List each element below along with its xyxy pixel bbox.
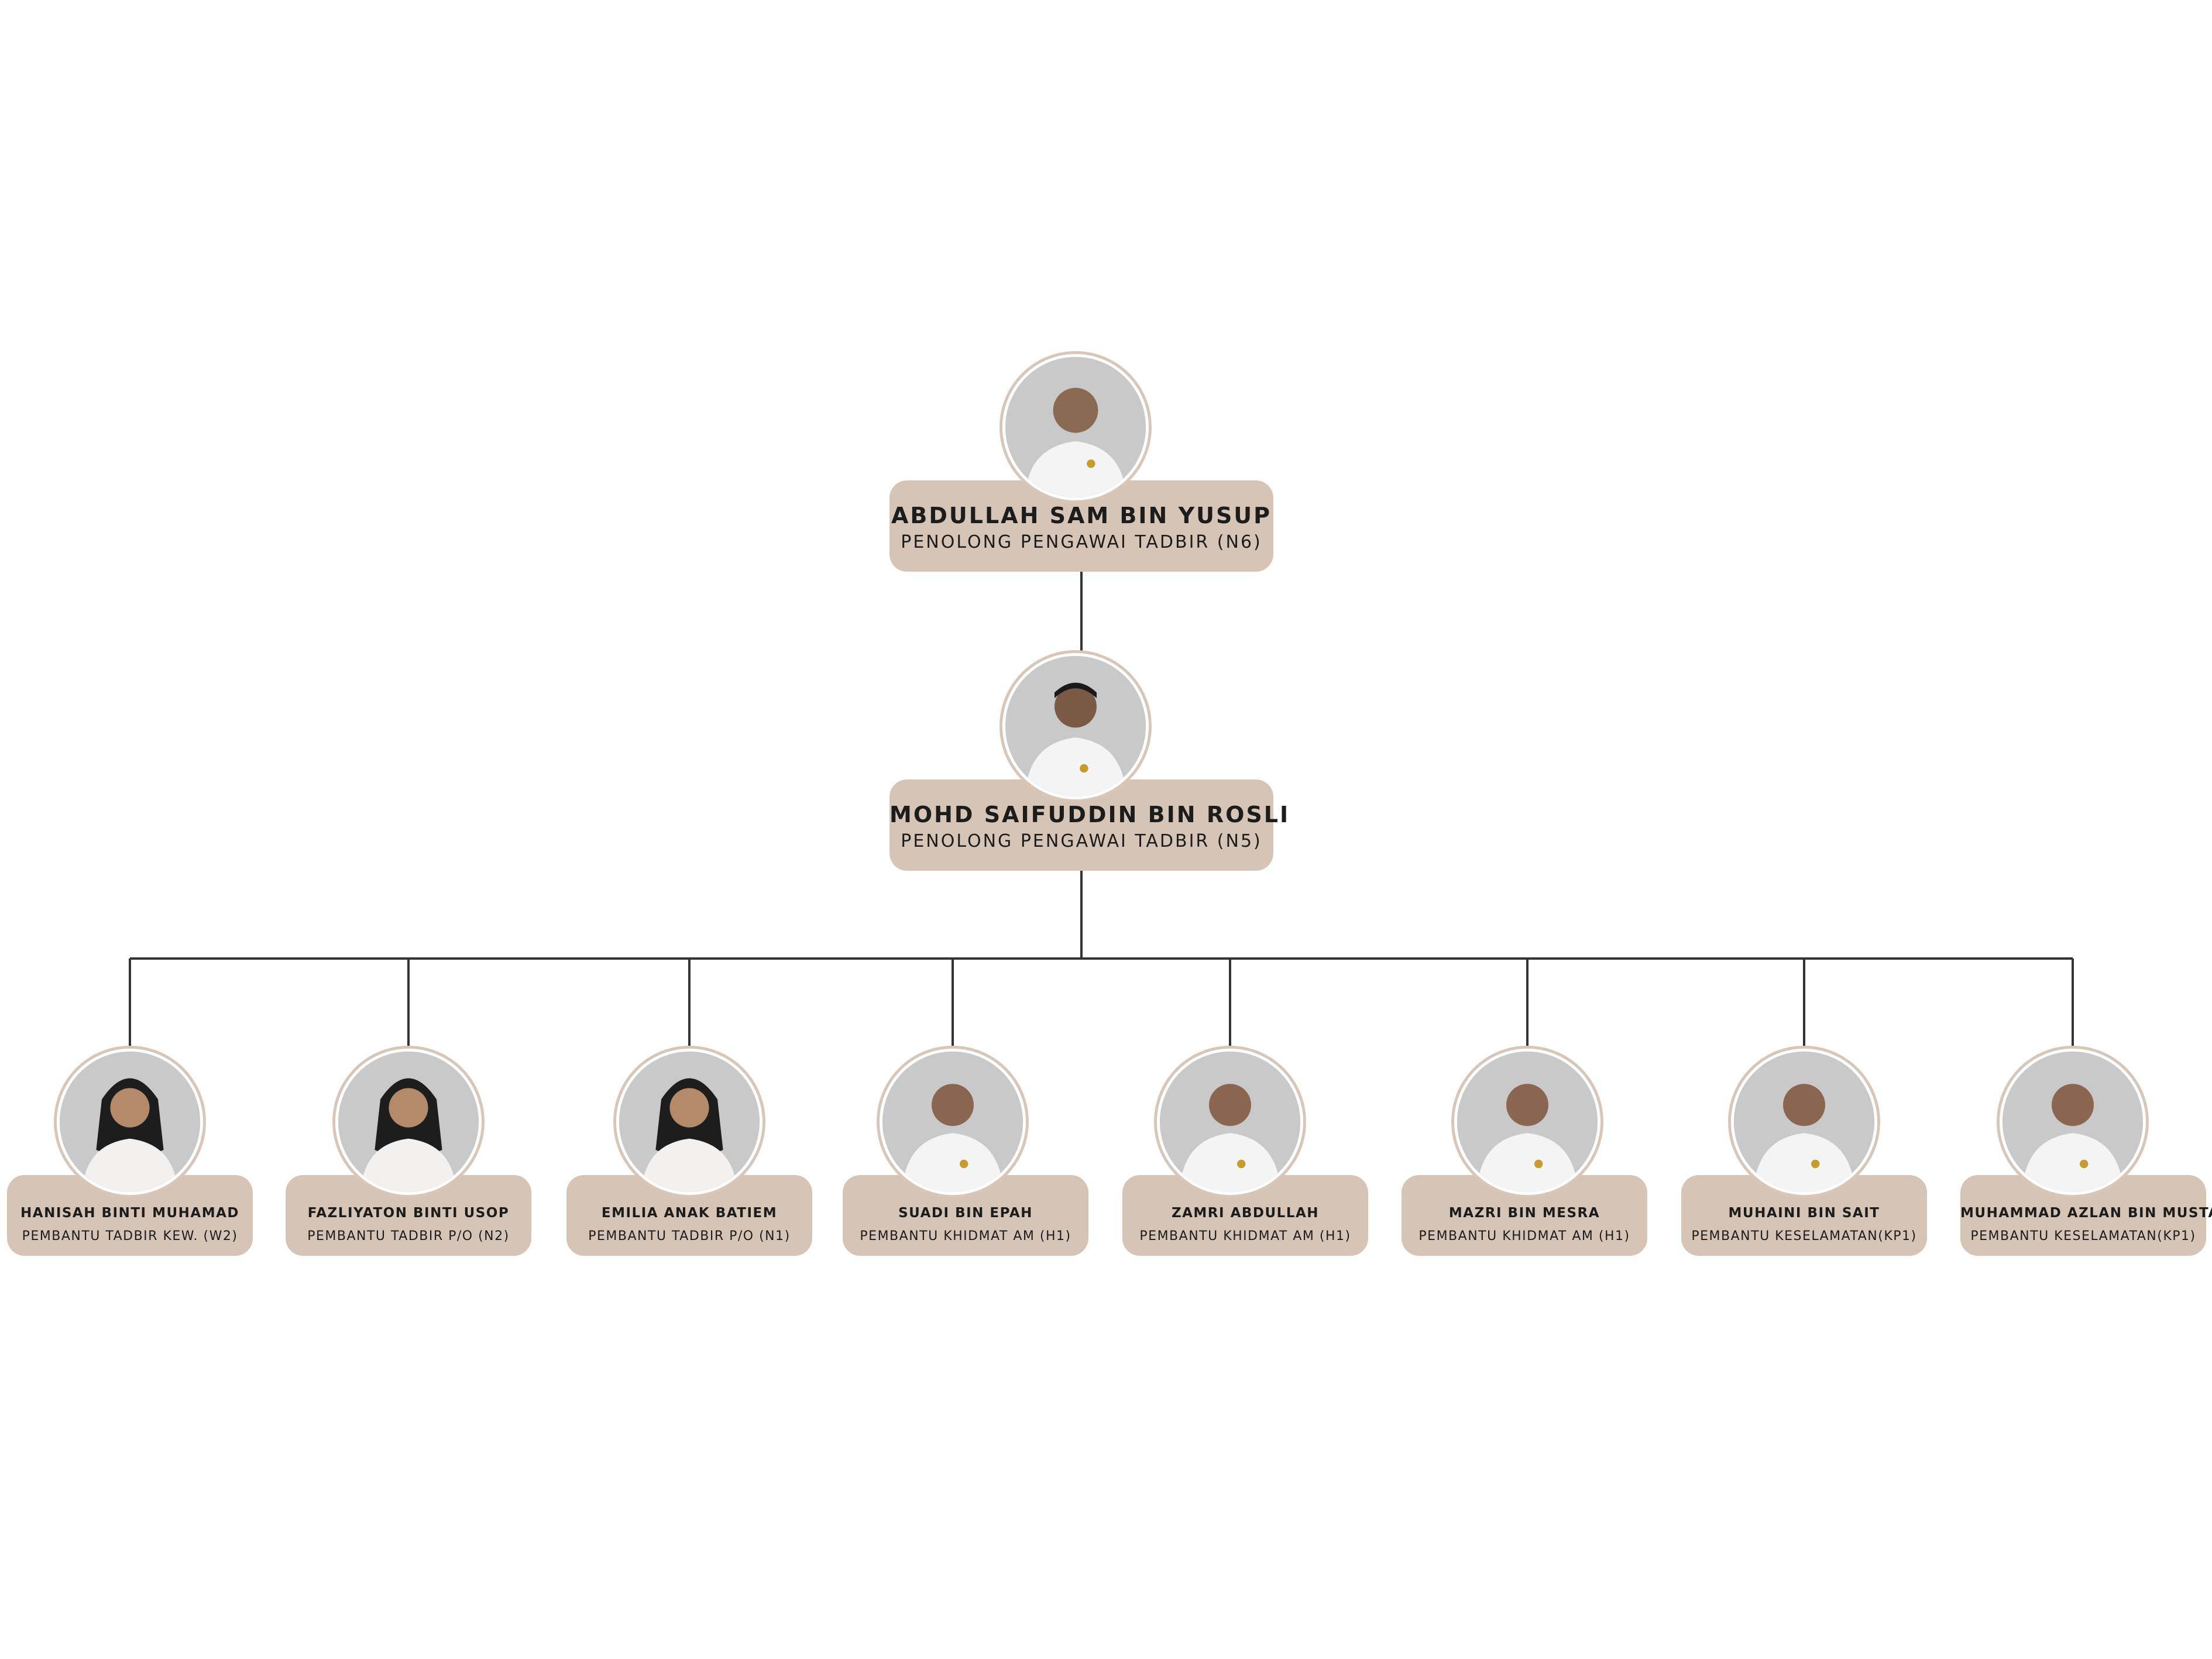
person-name: HANISAH BINTI MUHAMAD xyxy=(20,1205,239,1221)
person-role: PENOLONG PENGAWAI TADBIR (N6) xyxy=(901,532,1262,552)
person-name: MUHAMMAD AZLAN BIN MUSTAFA xyxy=(1960,1205,2212,1221)
person-name: ABDULLAH SAM BIN YUSUP xyxy=(891,503,1272,528)
person-name: MAZRI BIN MESRA xyxy=(1448,1205,1600,1221)
person-role: PEMBANTU TADBIR P/O (N1) xyxy=(588,1229,791,1244)
person-role: PEMBANTU KHIDMAT AM (H1) xyxy=(1139,1229,1351,1244)
person-role: PEMBANTU KHIDMAT AM (H1) xyxy=(860,1229,1071,1244)
person-role: PEMBANTU TADBIR P/O (N2) xyxy=(307,1229,510,1244)
person-name: EMILIA ANAK BATIEM xyxy=(601,1205,778,1221)
person-photo-icon xyxy=(335,1049,482,1195)
person-photo-icon xyxy=(880,1049,1026,1195)
connector-drop xyxy=(1803,959,1805,1052)
person-photo-icon xyxy=(1002,653,1149,799)
org-card: HANISAH BINTI MUHAMAD PEMBANTU TADBIR KEW… xyxy=(7,1175,253,1256)
person-role: PEMBANTU TADBIR KEW. (W2) xyxy=(22,1229,238,1244)
person-photo-icon xyxy=(616,1049,762,1195)
org-card: MOHD SAIFUDDIN BIN ROSLI PENOLONG PENGAW… xyxy=(889,779,1290,871)
org-card: SUADI BIN EPAH PEMBANTU KHIDMAT AM (H1) xyxy=(843,1175,1088,1256)
org-card: MUHAINI BIN SAIT PEMBANTU KESELAMATAN(KP1… xyxy=(1681,1175,1927,1256)
connector-horizontal-bus xyxy=(130,957,2073,960)
person-name: FAZLIYATON BINTI USOP xyxy=(307,1205,510,1221)
person-role: PEMBANTU KESELAMATAN(KP1) xyxy=(1691,1229,1917,1244)
connector-drop xyxy=(2072,959,2074,1052)
person-photo-icon xyxy=(2000,1049,2146,1195)
person-role: PEMBANTU KESELAMATAN(KP1) xyxy=(1970,1229,2196,1244)
connector-drop xyxy=(1526,959,1529,1052)
connector-drop xyxy=(407,959,410,1052)
person-name: SUADI BIN EPAH xyxy=(898,1205,1033,1221)
person-photo-icon xyxy=(1454,1049,1600,1195)
org-node-supervisor: MOHD SAIFUDDIN BIN ROSLI PENOLONG PENGAW… xyxy=(889,653,1290,871)
person-name: MOHD SAIFUDDIN BIN ROSLI xyxy=(889,802,1290,827)
connector-drop xyxy=(688,959,691,1052)
person-name: ZAMRI ABDULLAH xyxy=(1171,1205,1320,1221)
person-role: PENOLONG PENGAWAI TADBIR (N5) xyxy=(901,831,1262,851)
person-photo-icon xyxy=(57,1049,203,1195)
org-node-head: ABDULLAH SAM BIN YUSUP PENOLONG PENGAWAI… xyxy=(889,354,1273,572)
person-role: PEMBANTU KHIDMAT AM (H1) xyxy=(1418,1229,1630,1244)
person-photo-icon xyxy=(1157,1049,1303,1195)
connector-drop xyxy=(952,959,954,1052)
person-photo-icon xyxy=(1731,1049,1877,1195)
connector-middle-to-bus xyxy=(1080,867,1083,960)
org-card: FAZLIYATON BINTI USOP PEMBANTU TADBIR P/O… xyxy=(286,1175,531,1256)
person-name: MUHAINI BIN SAIT xyxy=(1728,1205,1880,1221)
connector-drop xyxy=(1229,959,1231,1052)
connector-top-to-middle xyxy=(1080,569,1083,659)
person-photo-icon xyxy=(1002,354,1149,500)
connector-drop xyxy=(129,959,131,1052)
